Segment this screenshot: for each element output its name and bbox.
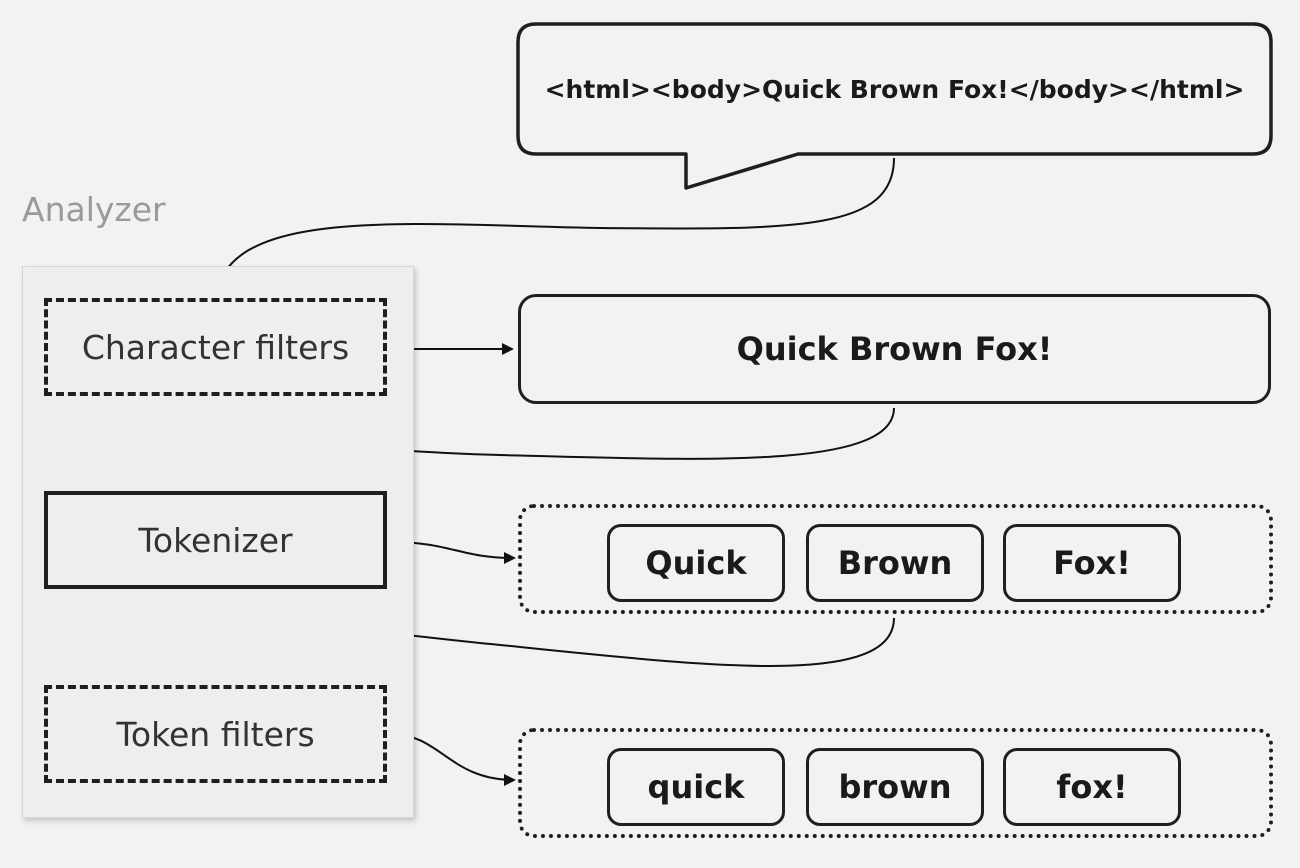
token-box: Quick <box>607 524 785 602</box>
filtered-text: Quick Brown Fox! <box>736 330 1053 368</box>
token-box: Fox! <box>1003 524 1181 602</box>
tokens-group: Quick Brown Fox! <box>518 504 1273 614</box>
input-html-text: <html><body>Quick Brown Fox!</body></htm… <box>544 74 1245 104</box>
analyzer-title: Analyzer <box>22 190 166 229</box>
token-filters-stage: Token filters <box>44 685 387 783</box>
filtered-token-box: brown <box>806 748 984 826</box>
tokenizer-stage: Tokenizer <box>44 491 387 589</box>
character-filters-stage: Character filters <box>44 298 387 396</box>
tokenizer-label: Tokenizer <box>138 520 293 560</box>
input-callout-bubble <box>516 22 1273 190</box>
token-filters-label: Token filters <box>116 714 315 754</box>
token-box: Brown <box>806 524 984 602</box>
character-filters-label: Character filters <box>81 327 350 367</box>
filtered-token-box: fox! <box>1003 748 1181 826</box>
filtered-tokens-group: quick brown fox! <box>518 728 1273 838</box>
filtered-token-box: quick <box>607 748 785 826</box>
analyzer-panel <box>22 266 414 818</box>
filtered-text-box: Quick Brown Fox! <box>518 294 1271 404</box>
connector-input-to-character-filters <box>212 157 895 296</box>
